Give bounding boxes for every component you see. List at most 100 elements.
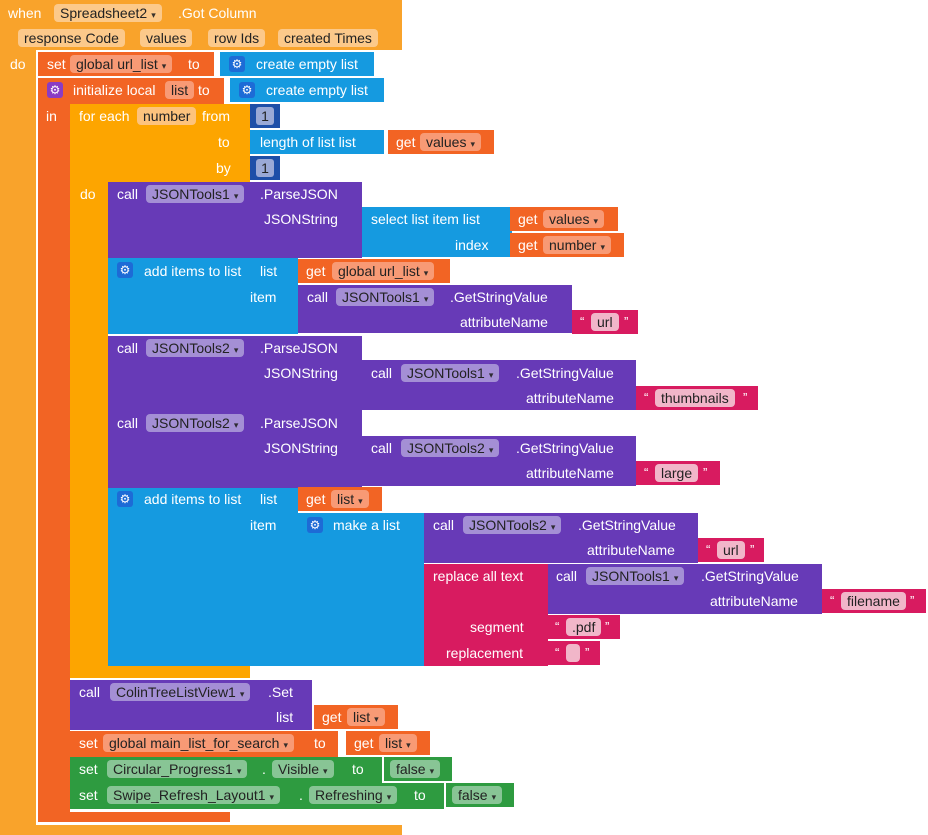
- call-label: call: [117, 186, 139, 202]
- param-label: JSONString: [264, 440, 338, 456]
- quote-open: “: [644, 390, 649, 405]
- quote-open: “: [555, 619, 560, 634]
- string-value[interactable]: .pdf: [566, 618, 602, 636]
- dropdown-arrow-icon: ▾: [600, 242, 605, 252]
- method-label: .Set: [268, 684, 293, 700]
- dropdown-arrow-icon: ▾: [550, 522, 556, 532]
- attribute-name-label: attributeName: [587, 542, 675, 558]
- length-of-list-block[interactable]: [250, 130, 384, 154]
- get-var-dropdown[interactable]: global url_list▾: [332, 262, 435, 280]
- component-dropdown[interactable]: JSONTools1▾: [586, 567, 685, 585]
- initialize-local-bottom: [38, 812, 230, 822]
- quote-close: ”: [910, 593, 915, 608]
- from-number[interactable]: 1: [256, 107, 274, 125]
- gear-icon[interactable]: ⚙: [229, 56, 245, 72]
- get-var-dropdown[interactable]: values▾: [543, 210, 604, 228]
- component-dropdown[interactable]: JSONTools2▾: [401, 439, 500, 457]
- string-value[interactable]: thumbnails: [655, 389, 735, 407]
- param-label: JSONString: [264, 211, 338, 227]
- get-var-dropdown[interactable]: values▾: [420, 133, 481, 151]
- string-value[interactable]: [566, 644, 580, 662]
- event-component-dropdown[interactable]: Spreadsheet2▾: [54, 4, 162, 22]
- method-label: .GetStringValue: [578, 517, 676, 533]
- item-label: item: [250, 517, 277, 533]
- component-dropdown[interactable]: JSONTools1▾: [401, 364, 500, 382]
- select-list-item-block[interactable]: [362, 207, 512, 257]
- method-label: .GetStringValue: [701, 568, 799, 584]
- property-dropdown[interactable]: Refreshing▾: [309, 786, 398, 804]
- call-label: call: [371, 365, 393, 381]
- gear-icon[interactable]: ⚙: [307, 517, 323, 533]
- event-do-label: do: [10, 56, 26, 72]
- get-var-dropdown[interactable]: list▾: [379, 734, 417, 752]
- for-each-bottom: [70, 666, 250, 678]
- add-items-1-block[interactable]: [108, 258, 298, 334]
- get-label: get: [518, 237, 538, 253]
- string-value[interactable]: url: [717, 541, 745, 559]
- component-dropdown[interactable]: JSONTools2▾: [146, 414, 245, 432]
- call-label: call: [371, 440, 393, 456]
- method-label: .GetStringValue: [450, 289, 548, 305]
- param-values[interactable]: values: [140, 29, 193, 47]
- add-items-2-block[interactable]: [108, 488, 298, 666]
- loop-var-name[interactable]: number: [137, 107, 197, 125]
- component-dropdown[interactable]: JSONTools1▾: [336, 288, 435, 306]
- quote-close: ”: [703, 465, 708, 480]
- make-a-list-block[interactable]: [298, 513, 424, 666]
- list-param-label: list: [260, 263, 278, 279]
- param-label: JSONString: [264, 365, 338, 381]
- component-dropdown[interactable]: JSONTools1▾: [146, 185, 245, 203]
- boolean-dropdown[interactable]: false▾: [452, 786, 503, 804]
- call-label: call: [117, 415, 139, 431]
- get-var-dropdown[interactable]: number▾: [543, 236, 611, 254]
- to-label: to: [314, 735, 326, 751]
- quote-open: “: [580, 314, 585, 329]
- component-dropdown[interactable]: Swipe_Refresh_Layout1▾: [107, 786, 281, 804]
- list-param-label: list: [260, 491, 278, 507]
- string-value[interactable]: large: [655, 464, 699, 482]
- get-var-dropdown[interactable]: list▾: [331, 490, 369, 508]
- gear-icon[interactable]: ⚙: [47, 82, 63, 98]
- create-empty-list-block[interactable]: [220, 52, 374, 76]
- component-dropdown[interactable]: ColinTreeListView1▾: [110, 683, 251, 701]
- param-created-times[interactable]: created Times: [278, 29, 378, 47]
- boolean-dropdown[interactable]: false▾: [390, 760, 441, 778]
- gear-icon[interactable]: ⚙: [117, 491, 133, 507]
- dropdown-arrow-icon: ▾: [488, 445, 494, 455]
- to-label: to: [198, 82, 210, 98]
- create-empty-list-block[interactable]: [230, 78, 384, 102]
- gear-icon[interactable]: ⚙: [239, 82, 255, 98]
- quote-close: ”: [750, 542, 755, 557]
- attribute-name-label: attributeName: [526, 465, 614, 481]
- dropdown-arrow-icon: ▾: [470, 139, 475, 149]
- dropdown-arrow-icon: ▾: [233, 345, 239, 355]
- quote-open: “: [706, 542, 711, 557]
- gear-icon[interactable]: ⚙: [117, 262, 133, 278]
- string-value[interactable]: url: [591, 313, 619, 331]
- component-dropdown[interactable]: Circular_Progress1▾: [107, 760, 248, 778]
- component-dropdown[interactable]: JSONTools2▾: [463, 516, 562, 534]
- get-label: get: [306, 491, 326, 507]
- method-label: .ParseJSON: [260, 415, 338, 431]
- when-label: when: [8, 5, 42, 21]
- dropdown-arrow-icon: ▾: [491, 792, 497, 802]
- component-dropdown[interactable]: JSONTools2▾: [146, 339, 245, 357]
- call-label: call: [556, 568, 578, 584]
- local-var-name[interactable]: list: [165, 81, 195, 99]
- var-dropdown[interactable]: global url_list▾: [70, 55, 173, 73]
- call-label: call: [433, 517, 455, 533]
- param-row-ids[interactable]: row Ids: [208, 29, 266, 47]
- dropdown-arrow-icon: ▾: [673, 573, 679, 583]
- for-each-side: [70, 182, 108, 670]
- to-label: to: [188, 56, 200, 72]
- param-response-code[interactable]: response Code: [18, 29, 125, 47]
- by-number[interactable]: 1: [256, 159, 274, 177]
- call-label: call: [117, 340, 139, 356]
- property-dropdown[interactable]: Visible▾: [272, 760, 334, 778]
- get-var-dropdown[interactable]: list▾: [347, 708, 385, 726]
- replace-all-text-block[interactable]: [424, 564, 548, 666]
- string-value[interactable]: filename: [841, 592, 906, 610]
- dropdown-arrow-icon: ▾: [269, 792, 275, 802]
- in-label: in: [46, 108, 57, 124]
- var-dropdown[interactable]: global main_list_for_search▾: [103, 734, 294, 752]
